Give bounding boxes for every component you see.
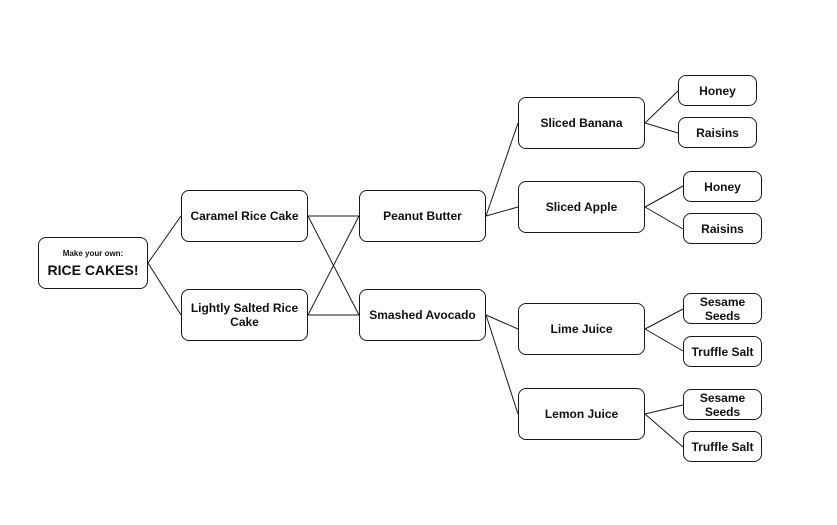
edge-lime-truffle xyxy=(644,328,684,352)
edge-root-salted xyxy=(147,262,182,316)
node-label: Raisins xyxy=(701,221,744,236)
node-caramel-rice-cake: Caramel Rice Cake xyxy=(181,190,308,242)
node-label: Sliced Apple xyxy=(545,200,618,214)
node-label: Caramel Rice Cake xyxy=(190,209,299,223)
node-raisins-apple: Raisins xyxy=(683,213,762,244)
node-raisins-banana: Raisins xyxy=(678,117,757,148)
node-lemon-juice: Lemon Juice xyxy=(518,388,645,440)
edge-apple-raisins xyxy=(644,206,684,230)
edge-banana-raisins xyxy=(644,122,679,134)
edge-lemon-truffle xyxy=(644,413,684,448)
node-label: Lightly Salted Rice Cake xyxy=(190,301,299,329)
node-lightly-salted-rice-cake: Lightly Salted Rice Cake xyxy=(181,289,308,341)
node-label: Sesame Seeds xyxy=(699,294,746,323)
edge-avocado-lemon xyxy=(485,314,519,415)
node-label: Peanut Butter xyxy=(383,209,462,223)
edge-lemon-sesame xyxy=(644,404,684,415)
edge-salted-peanut xyxy=(307,215,360,316)
node-label: Honey xyxy=(704,179,741,194)
node-label: Sliced Banana xyxy=(540,116,623,130)
node-peanut-butter: Peanut Butter xyxy=(359,190,486,242)
node-label: Smashed Avocado xyxy=(369,308,476,322)
edge-lime-sesame xyxy=(644,308,684,330)
node-smashed-avocado: Smashed Avocado xyxy=(359,289,486,341)
node-sesame-seeds-lemon: Sesame Seeds xyxy=(683,389,762,420)
edge-root-caramel xyxy=(147,215,182,264)
node-honey-apple: Honey xyxy=(683,171,762,202)
node-honey-banana: Honey xyxy=(678,75,757,106)
node-label: Lime Juice xyxy=(550,322,613,336)
edge-avocado-lime xyxy=(485,314,519,330)
node-truffle-salt-lemon: Truffle Salt xyxy=(683,431,762,462)
node-label: Truffle Salt xyxy=(691,344,754,359)
root-title: RICE CAKES! xyxy=(47,261,139,278)
node-sliced-banana: Sliced Banana xyxy=(518,97,645,149)
node-label: Lemon Juice xyxy=(544,407,619,421)
node-lime-juice: Lime Juice xyxy=(518,303,645,355)
root-subtitle: Make your own: xyxy=(62,248,124,258)
node-label: Sesame Seeds xyxy=(699,390,746,419)
root-node: Make your own: RICE CAKES! xyxy=(38,237,148,289)
node-label: Truffle Salt xyxy=(691,439,754,454)
node-sliced-apple: Sliced Apple xyxy=(518,181,645,233)
node-label: Raisins xyxy=(696,125,739,140)
edge-banana-honey xyxy=(644,90,679,124)
edge-apple-honey xyxy=(644,185,684,208)
node-label: Honey xyxy=(699,83,736,98)
node-sesame-seeds-lime: Sesame Seeds xyxy=(683,293,762,324)
edge-peanut-apple xyxy=(485,206,519,217)
node-truffle-salt-lime: Truffle Salt xyxy=(683,336,762,367)
edge-peanut-banana xyxy=(485,122,519,217)
